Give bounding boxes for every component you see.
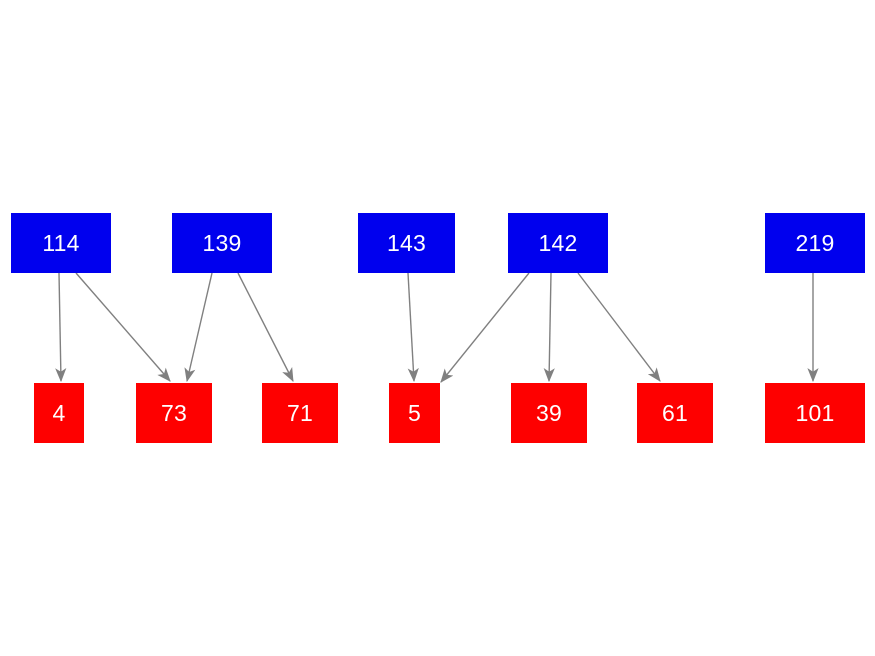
node-label: 143 <box>387 229 426 256</box>
edge-139-to-71 <box>237 272 294 382</box>
node-39[interactable]: 39 <box>511 383 587 443</box>
node-219[interactable]: 219 <box>765 213 865 273</box>
edge-142-to-39 <box>543 272 555 383</box>
node-143[interactable]: 143 <box>358 213 455 273</box>
node-4[interactable]: 4 <box>34 383 84 443</box>
node-71[interactable]: 71 <box>262 383 338 443</box>
node-label: 219 <box>795 229 835 256</box>
edge-142-to-61 <box>577 272 661 382</box>
node-139[interactable]: 139 <box>172 213 272 273</box>
node-label: 4 <box>52 399 66 426</box>
node-label: 5 <box>408 399 421 426</box>
edge-142-to-5 <box>440 272 530 383</box>
edge-114-to-73 <box>75 272 171 382</box>
edge-143-to-5 <box>407 272 419 383</box>
node-label: 71 <box>287 399 313 426</box>
node-label: 142 <box>538 229 578 256</box>
node-label: 101 <box>795 399 835 426</box>
node-5[interactable]: 5 <box>389 383 440 443</box>
edges-group <box>55 272 819 383</box>
node-label: 139 <box>202 229 242 256</box>
node-101[interactable]: 101 <box>765 383 865 443</box>
node-61[interactable]: 61 <box>637 383 713 443</box>
node-label: 114 <box>42 229 80 256</box>
node-label: 73 <box>161 399 187 426</box>
edge-139-to-73 <box>184 272 213 383</box>
node-label: 61 <box>662 399 688 426</box>
node-142[interactable]: 142 <box>508 213 608 273</box>
node-label: 39 <box>536 399 562 426</box>
edge-114-to-4 <box>55 272 67 383</box>
node-73[interactable]: 73 <box>136 383 212 443</box>
node-114[interactable]: 114 <box>11 213 111 273</box>
